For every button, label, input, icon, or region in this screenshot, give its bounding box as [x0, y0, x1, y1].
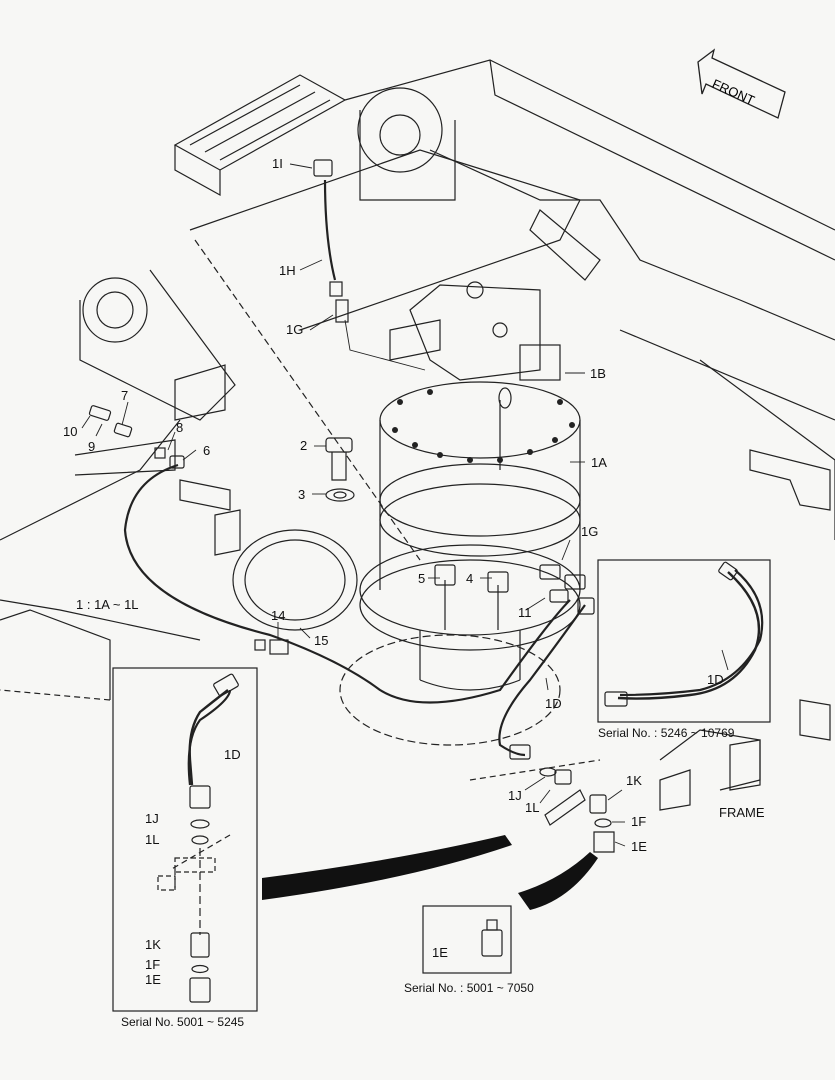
- label-1D-main: 1D: [545, 696, 562, 711]
- label-4: 4: [466, 571, 474, 586]
- label-11: 11: [518, 605, 532, 620]
- inset-right-frame: [597, 559, 771, 723]
- label-1H: 1H: [279, 263, 296, 278]
- inset-bottom-frame: [422, 905, 512, 974]
- inset-right-serial: Serial No. : 5246 ~ 10769: [598, 726, 735, 740]
- inset-left-1L: 1L: [145, 832, 160, 847]
- label-1I: 1I: [272, 156, 283, 171]
- label-1G-top: 1G: [286, 322, 304, 337]
- label-2: 2: [300, 438, 308, 453]
- label-6: 6: [203, 443, 211, 458]
- label-1B: 1B: [590, 366, 606, 381]
- label-1L: 1L: [525, 800, 540, 815]
- inset-left-1K: 1K: [145, 937, 161, 952]
- inset-bottom-serial: Serial No. : 5001 ~ 7050: [404, 981, 534, 995]
- label-1F: 1F: [631, 814, 647, 829]
- upper-frame: [0, 59, 835, 811]
- label-7: 7: [121, 388, 129, 403]
- label-15: 15: [314, 633, 329, 648]
- inset-left-frame: [112, 667, 258, 1012]
- inset-right-1D: 1D: [707, 672, 724, 687]
- callout-arcs: [262, 835, 598, 910]
- label-1J: 1J: [508, 788, 522, 803]
- bolt-washer: [325, 437, 355, 502]
- swing-motor-assembly: [359, 281, 581, 691]
- frame-label: FRAME: [719, 805, 765, 820]
- inset-left-1E: 1E: [145, 972, 161, 987]
- label-1E: 1E: [631, 839, 647, 854]
- front-arrow-icon: [697, 48, 786, 119]
- label-5: 5: [418, 571, 426, 586]
- inset-left-parts: [157, 673, 239, 1003]
- label-1A: 1A: [591, 455, 607, 470]
- label-14: 14: [271, 608, 286, 623]
- label-10: 10: [63, 424, 78, 439]
- hoses: [123, 179, 764, 786]
- inset-bottom-1E: 1E: [432, 945, 448, 960]
- inset-left-1J: 1J: [145, 811, 159, 826]
- fittings: [88, 159, 615, 853]
- label-3: 3: [298, 487, 306, 502]
- inset-right-hose: [604, 561, 761, 707]
- label-1K: 1K: [626, 773, 642, 788]
- inset-left-1D: 1D: [224, 747, 241, 762]
- leader-lines: [81, 163, 729, 847]
- inset-bottom-part: [481, 919, 503, 957]
- assembly-range-label: 1 : 1A ~ 1L: [76, 597, 139, 612]
- label-1G-mid: 1G: [581, 524, 599, 539]
- inset-left-serial: Serial No. 5001 ~ 5245: [121, 1015, 245, 1029]
- label-8: 8: [176, 420, 184, 435]
- label-9: 9: [88, 439, 96, 454]
- inset-left-1F: 1F: [145, 957, 161, 972]
